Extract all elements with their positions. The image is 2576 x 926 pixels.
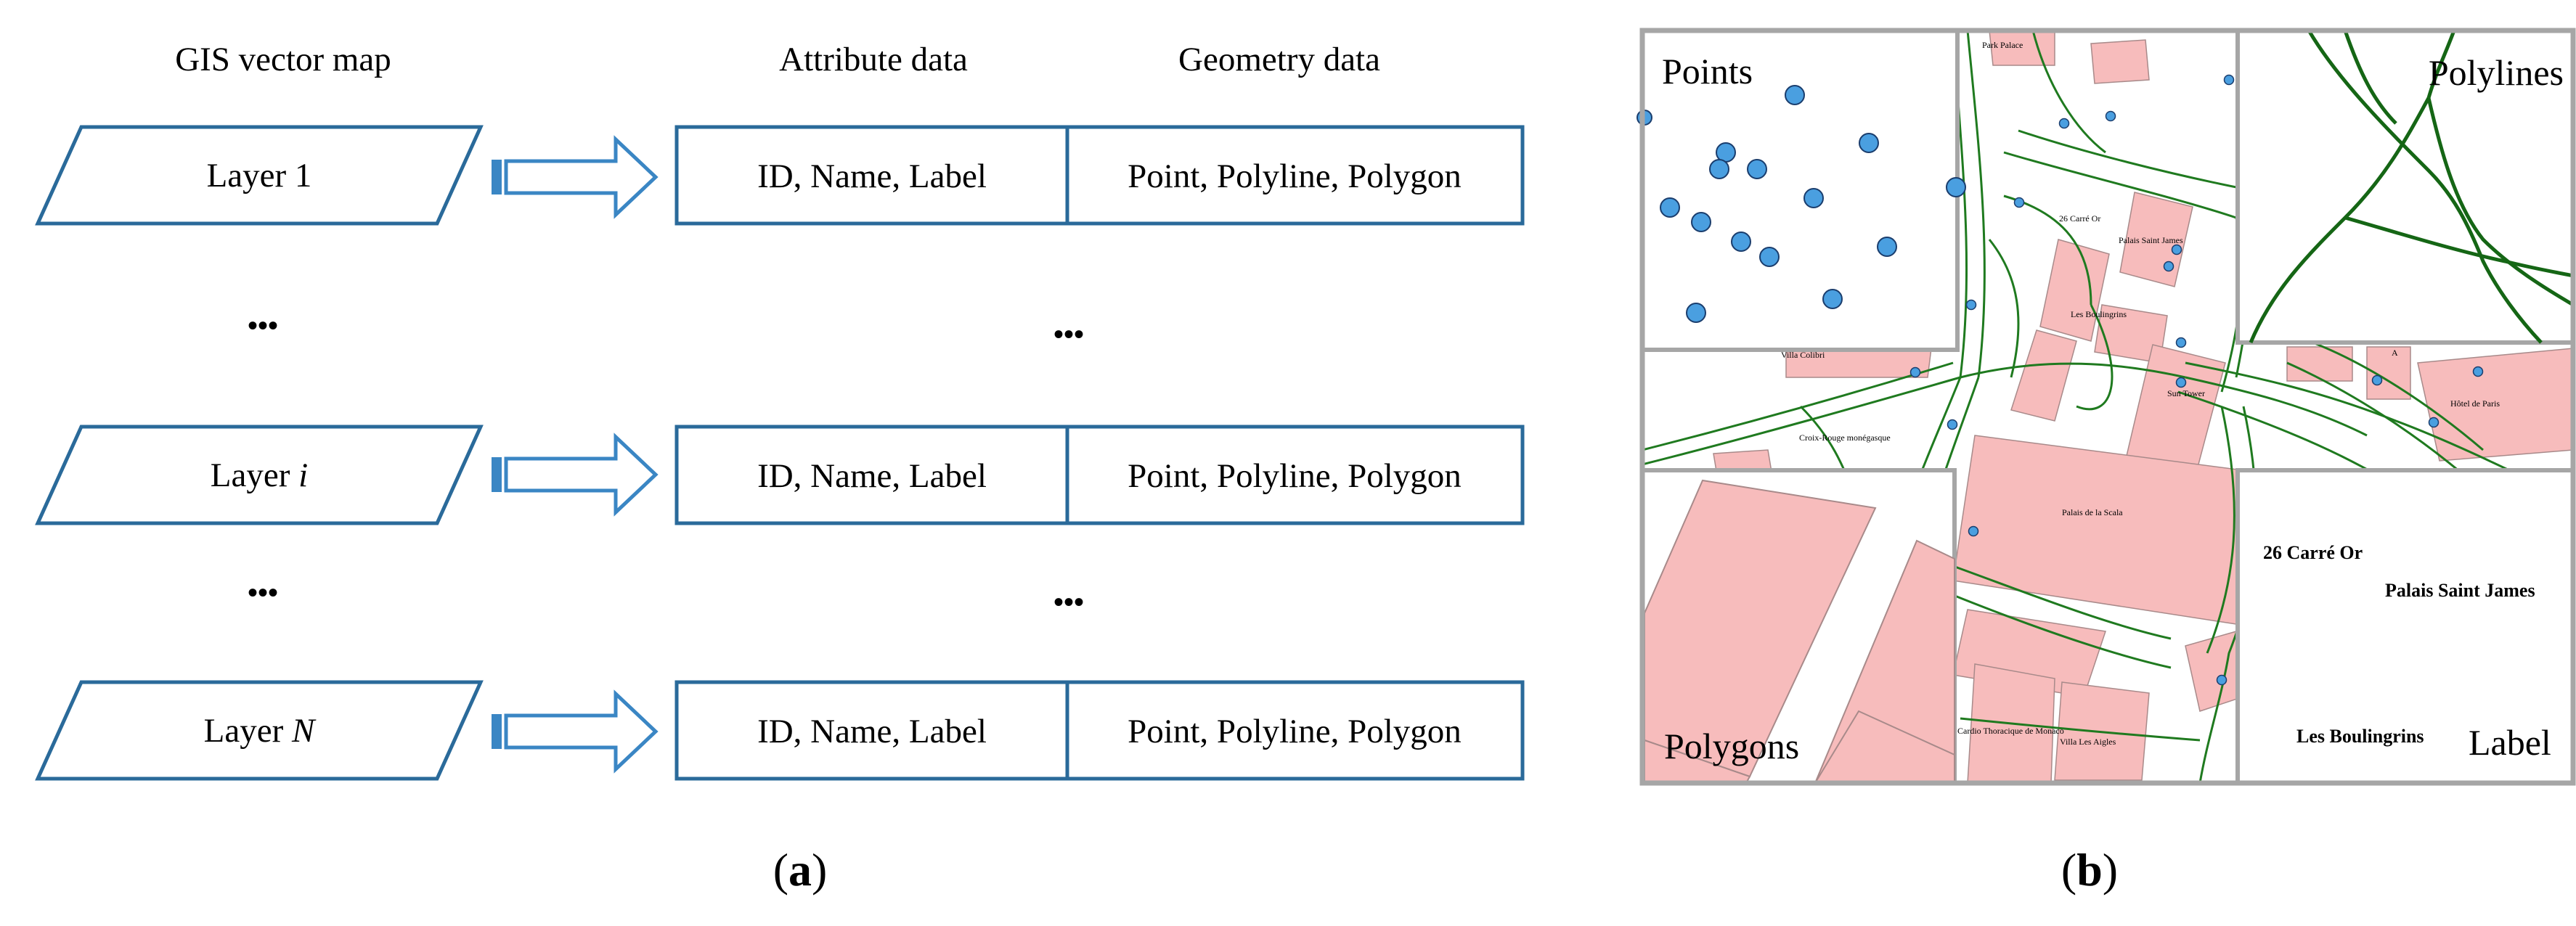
map-label: Hôtel de Paris: [2450, 398, 2500, 409]
map-label: Park Palace: [1982, 40, 2023, 50]
label-quadrant: 26 Carré Or Palais Saint James Les Bouli…: [2235, 468, 2575, 785]
polyline-strokes: [2249, 29, 2575, 344]
header-geometry-data: Geometry data: [1178, 41, 1380, 78]
map-label: Palais de la Scala: [2062, 507, 2123, 517]
map-label-group: Park Palace 26 Carré Or Palais Saint Jam…: [1781, 40, 2500, 747]
quadrant-label-polygons: Polygons: [1664, 726, 1799, 766]
polygons-quadrant: Polygons: [1640, 468, 1957, 785]
label-sample: 26 Carré Or: [2263, 542, 2363, 563]
map-label: A: [2392, 348, 2398, 358]
panel-b: Park Palace 26 Carré Or Palais Saint Jam…: [1637, 28, 2576, 896]
layer-parallelogram: [35, 425, 484, 525]
polylines-quadrant: Polylines: [2235, 28, 2575, 345]
map-label: Villa Colibri: [1781, 350, 1825, 360]
record-box: [674, 125, 1525, 226]
caption-a: (a): [773, 844, 828, 896]
point-markers: [1637, 85, 1966, 323]
record-box: [674, 680, 1525, 781]
quadrant-label-label: Label: [2469, 722, 2551, 763]
record-box: [674, 425, 1525, 525]
geometry-cell: Point, Polyline, Polygon: [1128, 157, 1462, 195]
geometry-cell: Point, Polyline, Polygon: [1128, 457, 1462, 495]
base-map-points: [1909, 74, 2484, 686]
map-label: Cardio Thoracique de Monaco: [1957, 726, 2064, 736]
layer-label: Layer 1: [207, 157, 312, 194]
label-sample: Les Boulingrins: [2296, 726, 2424, 747]
attribute-cell: ID, Name, Label: [757, 713, 987, 750]
map-frame: [1639, 28, 2576, 786]
header-gis-vector-map: GIS vector map: [175, 41, 391, 78]
quadrant-label-points: Points: [1662, 51, 1753, 91]
attribute-cell: ID, Name, Label: [757, 157, 987, 195]
layer-parallelogram: [35, 680, 484, 781]
map-label: Croix-Rouge monégasque: [1799, 433, 1891, 443]
quadrant-label-polylines: Polylines: [2429, 52, 2564, 93]
ellipsis: •••: [248, 576, 278, 609]
label-sample: Palais Saint James: [2385, 580, 2535, 601]
layer-parallelogram: [35, 125, 484, 226]
polygon-shapes: [1644, 479, 1955, 784]
map-label: Palais Saint James: [2119, 235, 2183, 245]
layer-row: Layer 1 ID, Name, Label Point, Polyline,…: [35, 125, 1525, 226]
points-quadrant: Points: [1637, 28, 1966, 352]
layer-label: Layer N: [204, 712, 317, 750]
layer-row: Layer N ID, Name, Label Point, Polyline,…: [35, 680, 1525, 781]
header-attribute-data: Attribute data: [779, 41, 968, 78]
arrow-icon: [492, 689, 659, 774]
map-label: 26 Carré Or: [2059, 213, 2100, 224]
map-label: Sun Tower: [2167, 388, 2205, 398]
layer-label: Layer i: [211, 456, 308, 494]
panel-a: GIS vector map Attribute data Geometry d…: [35, 41, 1525, 896]
arrow-icon: [492, 433, 659, 517]
ellipsis: •••: [248, 309, 278, 342]
caption-b: (b): [2061, 844, 2118, 896]
building-polygons: [1713, 30, 2573, 783]
layer-row: Layer i ID, Name, Label Point, Polyline,…: [35, 425, 1525, 525]
map-label: Villa Les Aigles: [2060, 737, 2116, 747]
arrow-icon: [492, 135, 659, 219]
ellipsis: •••: [1053, 318, 1084, 351]
attribute-cell: ID, Name, Label: [757, 457, 987, 495]
ellipsis: •••: [1053, 586, 1084, 618]
geometry-cell: Point, Polyline, Polygon: [1128, 713, 1462, 750]
map-label: Les Boulingrins: [2071, 309, 2127, 319]
